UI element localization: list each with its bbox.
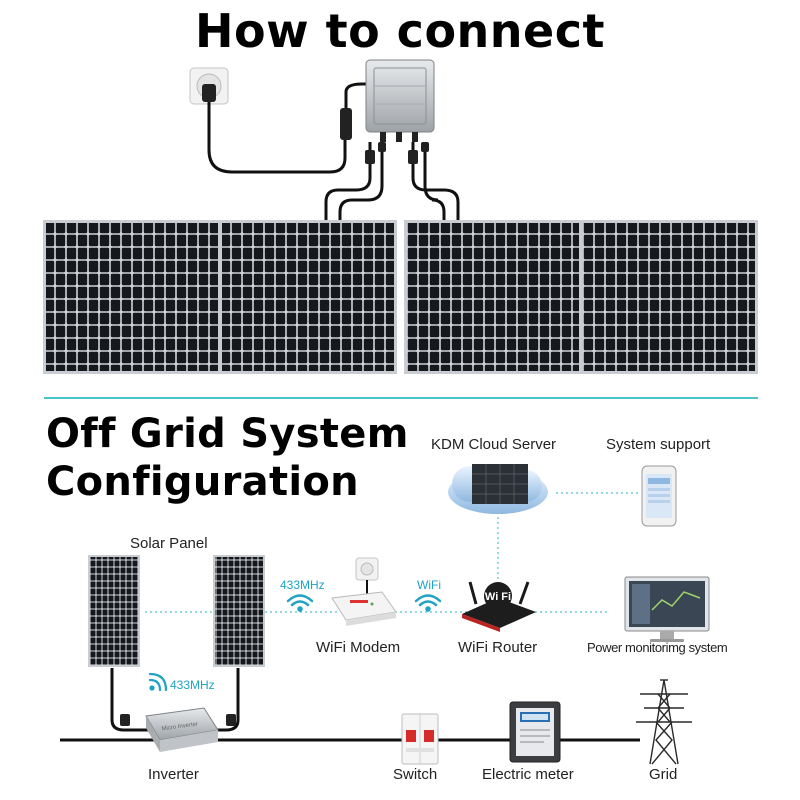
power-monitoring-label: Power monitorimg system [587, 640, 728, 655]
cloud-server-icon [448, 464, 548, 514]
inverter-link-label: 433MHz [170, 678, 215, 692]
wall-socket-icon [355, 557, 379, 594]
wifi-router-icon: Wi Fi [462, 581, 536, 632]
wifi-modem-label: WiFi Modem [316, 639, 401, 656]
svg-text:Micro Inverter: Micro Inverter [161, 721, 198, 732]
modem-link-label: 433MHz [280, 578, 325, 592]
switch-label: Switch [393, 766, 438, 783]
wifi-signal-icon [414, 594, 442, 612]
how-to-connect-title: How to connect [194, 4, 606, 58]
inverter-label: Inverter [148, 766, 199, 783]
micro-inverter-icon: Micro Inverter [145, 707, 219, 752]
off-grid-title-line1: Off Grid System [46, 411, 409, 457]
grid-label: Grid [649, 766, 678, 783]
wall-socket-icon [189, 67, 229, 105]
wifi-modem-icon [331, 591, 397, 626]
off-grid-title: Off Grid System Configuration [46, 410, 409, 506]
wifi-signal-icon [286, 594, 314, 612]
system-support-label: System support [606, 436, 711, 453]
solar-panel-label: Solar Panel [130, 535, 208, 552]
solar-panel-icon [213, 555, 265, 667]
solar-panel-icon [88, 555, 140, 667]
monitor-icon [624, 576, 710, 642]
solar-panel-icon [404, 220, 758, 374]
smartphone-icon [641, 465, 677, 527]
circuit-breaker-icon [401, 713, 439, 765]
svg-text:Wi Fi: Wi Fi [485, 591, 511, 603]
micro-inverter-icon [365, 59, 435, 142]
wifi-router-label: WiFi Router [458, 639, 538, 656]
transmission-tower-icon [636, 679, 692, 765]
electric-meter-label: Electric meter [482, 766, 574, 783]
cloud-server-label: KDM Cloud Server [431, 436, 557, 453]
ac-connector-icon [340, 108, 352, 140]
section-divider [44, 397, 758, 399]
router-link-label: WiFi [417, 578, 441, 592]
wifi-signal-icon [148, 672, 168, 692]
off-grid-title-line2: Configuration [46, 459, 359, 505]
electric-meter-icon [509, 701, 561, 763]
solar-panel-icon [43, 220, 397, 374]
